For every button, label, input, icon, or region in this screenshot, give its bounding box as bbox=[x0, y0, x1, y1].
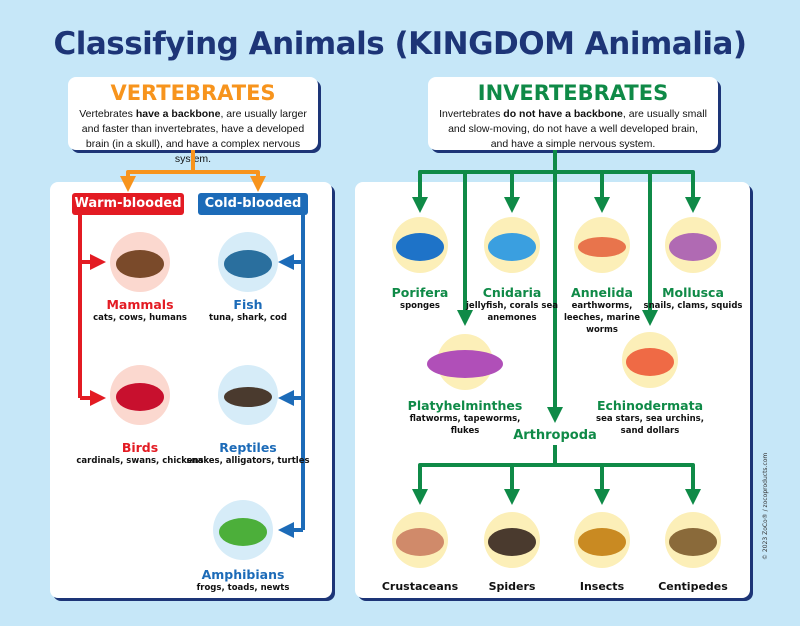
squid-icon bbox=[669, 233, 717, 261]
animal-examples: cats, cows, humans bbox=[93, 313, 187, 323]
animal-name: Spiders bbox=[488, 580, 536, 593]
animal-examples: tuna, shark, cod bbox=[209, 313, 287, 323]
animal-name: Fish bbox=[233, 297, 263, 312]
animal-name: Crustaceans bbox=[381, 580, 459, 593]
snake-icon bbox=[224, 387, 272, 407]
warm-blooded-label: Warm-blooded bbox=[72, 193, 184, 215]
animal-examples: snails, clams, squids bbox=[643, 301, 743, 311]
animal-name: Birds bbox=[121, 440, 159, 455]
animal-examples: sponges bbox=[400, 301, 440, 311]
page-title: Classifying Animals (KINGDOM Animalia) bbox=[53, 26, 747, 62]
fish-icon bbox=[224, 250, 272, 278]
vertebrates-heading: VERTEBRATES bbox=[110, 81, 276, 105]
animal-examples: earthworms, leeches, marine worms bbox=[563, 301, 641, 335]
shrimp-icon bbox=[396, 528, 444, 556]
animal-spiders: Spiders bbox=[447, 580, 577, 593]
cat-icon bbox=[116, 250, 164, 278]
animal-name: Annelida bbox=[571, 285, 633, 300]
animal-examples: flatworms, tapeworms, flukes bbox=[409, 414, 521, 436]
centipede-icon bbox=[669, 528, 717, 556]
animal-name: Amphibians bbox=[201, 567, 285, 582]
invertebrates-description: Invertebrates do not have a backbone, ar… bbox=[439, 108, 707, 150]
animal-name: Porifera bbox=[391, 285, 449, 300]
invertebrates-heading: INVERTEBRATES bbox=[477, 81, 669, 105]
copyright: © 2023 ZoCo® / zocoproducts.com bbox=[762, 452, 769, 560]
animal-name: Centipedes bbox=[658, 580, 728, 593]
jellyfish-icon bbox=[488, 233, 536, 261]
animal-examples: sea stars, sea urchins, sand dollars bbox=[596, 414, 704, 436]
animal-examples: frogs, toads, newts bbox=[196, 583, 290, 593]
animal-insects: Insects bbox=[537, 580, 667, 593]
animal-name: Mollusca bbox=[662, 285, 724, 300]
animal-name: Echinodermata bbox=[596, 398, 704, 413]
sponge-icon bbox=[396, 233, 444, 261]
animal-examples: snakes, alligators, turtles bbox=[186, 456, 310, 466]
animal-name: Reptiles bbox=[219, 440, 277, 455]
spider-icon bbox=[488, 528, 536, 556]
starfish-icon bbox=[626, 348, 674, 376]
flatworm-icon bbox=[427, 350, 503, 378]
animal-name: Platyhelminthes bbox=[407, 398, 523, 413]
animal-examples: cardinals, swans, chickens bbox=[76, 456, 204, 466]
animal-name: Insects bbox=[579, 580, 625, 593]
invertebrates-box: INVERTEBRATES Invertebrates do not have … bbox=[428, 77, 718, 150]
worm-icon bbox=[578, 237, 626, 257]
bee-icon bbox=[578, 528, 626, 556]
cardinal-icon bbox=[116, 383, 164, 411]
vertebrates-box: VERTEBRATES Vertebrates have a backbone,… bbox=[68, 77, 318, 165]
animal-examples: jellyfish, corals sea anemones bbox=[466, 301, 558, 323]
animal-arthropoda: Arthropoda bbox=[490, 428, 620, 443]
animal-name: Mammals bbox=[106, 297, 174, 312]
cold-blooded-label: Cold-blooded bbox=[198, 193, 308, 215]
animal-centipedes: Centipedes bbox=[628, 580, 758, 593]
animal-name: Arthropoda bbox=[513, 428, 597, 443]
animal-crustaceans: Crustaceans bbox=[355, 580, 485, 593]
frog-icon bbox=[219, 518, 267, 546]
animal-name: Cnidaria bbox=[482, 285, 542, 300]
